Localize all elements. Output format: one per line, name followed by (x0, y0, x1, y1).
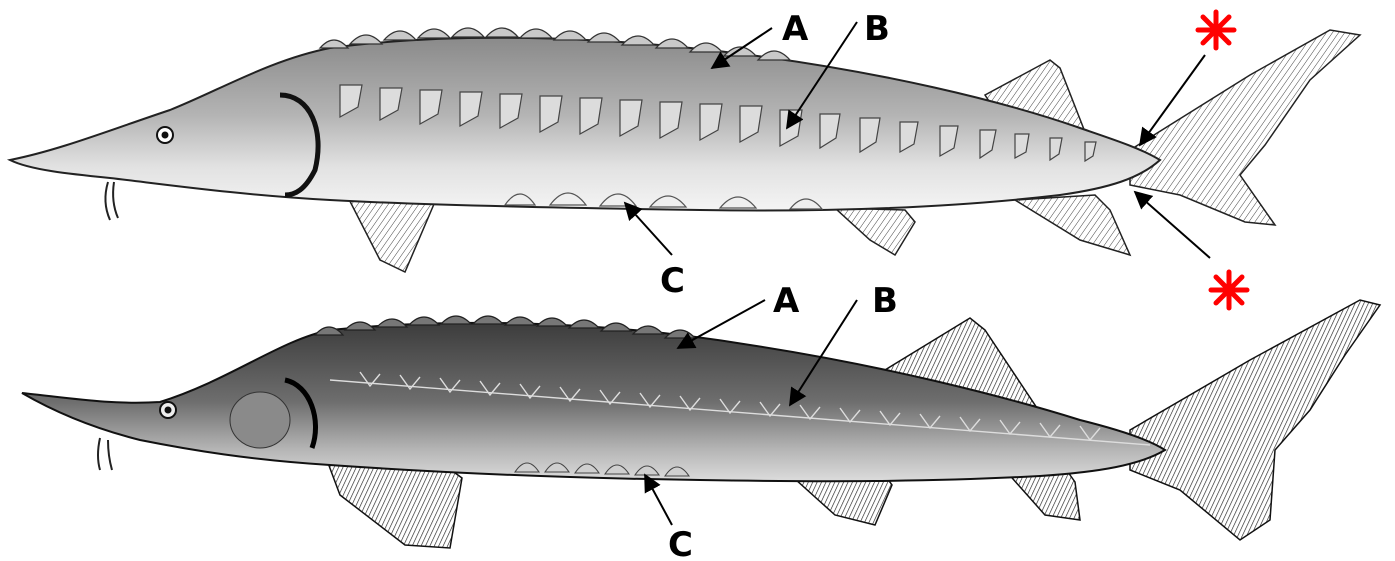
top-anal-fin (1015, 195, 1130, 255)
top-sturgeon-illustration (10, 28, 1360, 272)
bottom-label-b: B (872, 281, 898, 321)
bottom-head-rosette (230, 392, 290, 448)
bottom-barbels (98, 438, 112, 470)
top-asterisk-marker-lower (1211, 272, 1247, 308)
top-label-b: B (864, 9, 890, 49)
top-pelvic-fin (835, 208, 915, 255)
bottom-caudal-fin (1130, 300, 1380, 540)
top-label-a: A (782, 9, 809, 49)
bottom-label-c: C (668, 525, 693, 561)
top-asterisk-marker-upper (1198, 12, 1234, 48)
bottom-sturgeon-illustration (22, 300, 1380, 548)
bottom-label-a: A (773, 281, 800, 321)
top-label-c: C (660, 261, 685, 301)
top-caudal-fin (1130, 30, 1360, 225)
top-barbels (105, 182, 118, 220)
